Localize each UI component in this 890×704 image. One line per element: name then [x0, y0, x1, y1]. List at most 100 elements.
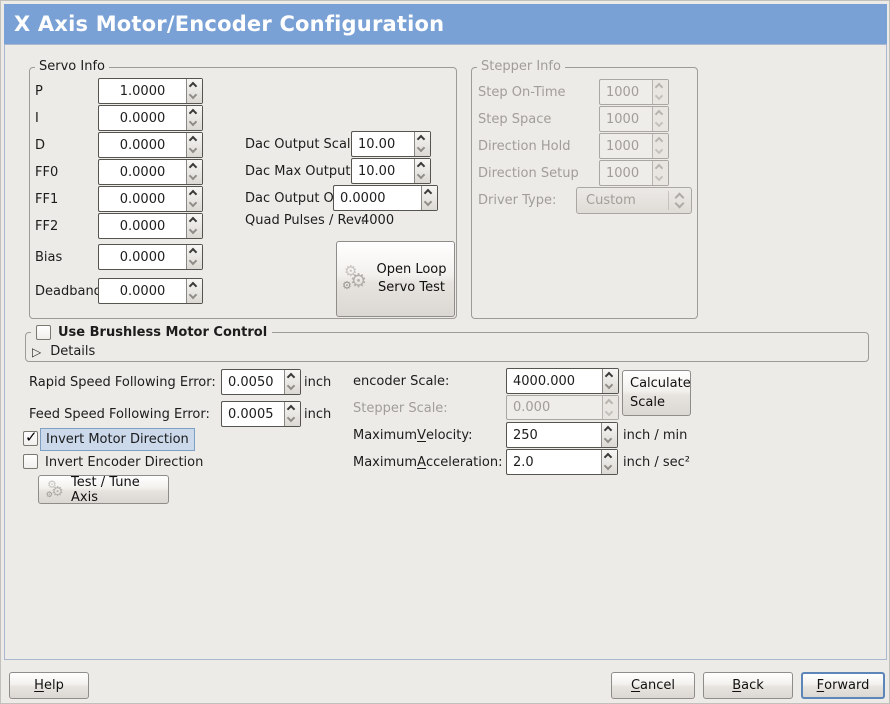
- dac-output-scale-label: Dac Output Scale:: [245, 136, 363, 152]
- spin-entry[interactable]: 0.0000: [119, 110, 166, 126]
- spin-down-button[interactable]: [285, 414, 300, 426]
- spin-entry[interactable]: 250: [513, 427, 538, 443]
- spin-up-button[interactable]: [187, 160, 202, 172]
- ff0-spinbox[interactable]: 0.0000: [98, 159, 203, 185]
- rapid-following-error-spinbox[interactable]: 0.0050: [221, 369, 301, 395]
- spin-down-button[interactable]: [187, 291, 202, 303]
- spin-down-button[interactable]: [187, 226, 202, 238]
- calculate-scale-button[interactable]: Calculate Scale: [622, 370, 691, 416]
- bias-spinbox[interactable]: 0.0000: [98, 244, 203, 270]
- spin-down-button[interactable]: [422, 198, 437, 210]
- p-spinbox[interactable]: 1.0000: [98, 78, 203, 104]
- spin-entry[interactable]: 0.0000: [119, 137, 166, 153]
- spin-up-button[interactable]: [187, 279, 202, 291]
- dac-max-output-spinbox[interactable]: 10.00: [351, 158, 431, 184]
- spin-entry: 1000: [606, 84, 640, 100]
- spin-up-button[interactable]: [415, 159, 430, 171]
- invert-encoder-checkbox[interactable]: [23, 454, 38, 469]
- spin-up-button[interactable]: [603, 369, 618, 381]
- spin-down-button[interactable]: [187, 145, 202, 157]
- spin-down-button: [653, 146, 668, 158]
- spin-entry[interactable]: 2.0: [513, 454, 534, 470]
- use-brushless-row[interactable]: Use Brushless Motor Control: [31, 323, 273, 341]
- spin-down-button[interactable]: [415, 171, 430, 183]
- step-space-label: Step Space: [478, 111, 552, 127]
- spin-entry[interactable]: 0.0000: [340, 190, 386, 206]
- quad-pulses-value: 4000: [361, 212, 395, 228]
- spin-down-button[interactable]: [187, 172, 202, 184]
- spin-up-button[interactable]: [187, 187, 202, 199]
- spin-up-button[interactable]: [187, 245, 202, 257]
- spin-down-button[interactable]: [187, 91, 202, 103]
- feed-following-error-label: Feed Speed Following Error:: [29, 406, 210, 422]
- spin-up-button: [653, 134, 668, 146]
- spin-up-button[interactable]: [602, 450, 617, 462]
- i-spinbox[interactable]: 0.0000: [98, 105, 203, 131]
- spin-entry[interactable]: 0.0000: [119, 218, 166, 234]
- spin-up-button[interactable]: [187, 106, 202, 118]
- spin-down-button[interactable]: [187, 257, 202, 269]
- spin-entry[interactable]: 1.0000: [119, 83, 166, 99]
- spin-entry[interactable]: 10.00: [358, 163, 396, 179]
- deadband-spinbox[interactable]: 0.0000: [98, 278, 203, 304]
- deadband-label: Deadband: [35, 283, 102, 299]
- details-label[interactable]: Details: [50, 344, 96, 359]
- ff1-spinbox[interactable]: 0.0000: [98, 186, 203, 212]
- spin-down-button[interactable]: [187, 118, 202, 130]
- spin-down-button: [653, 119, 668, 131]
- encoder-scale-label: encoder Scale:: [353, 373, 450, 389]
- spin-entry[interactable]: 10.00: [358, 136, 396, 152]
- spin-entry[interactable]: 0.0050: [228, 374, 274, 390]
- dac-output-scale-spinbox[interactable]: 10.00: [351, 131, 431, 157]
- spin-up-button[interactable]: [187, 79, 202, 91]
- feed-following-error-spinbox[interactable]: 0.0005: [221, 401, 301, 427]
- spin-up-button[interactable]: [602, 423, 617, 435]
- d-spinbox[interactable]: 0.0000: [98, 132, 203, 158]
- spin-entry[interactable]: 0.0000: [119, 164, 166, 180]
- details-expander[interactable]: ▷ Details: [32, 344, 95, 359]
- acceleration-unit-label: inch / sec²: [623, 454, 691, 470]
- max-acceleration-spinbox[interactable]: 2.0: [506, 449, 618, 475]
- open-loop-servo-test-label: Open Loop Servo Test: [376, 262, 447, 295]
- test-tune-axis-button[interactable]: ⚙⚙⚙ Test / Tune Axis: [38, 475, 169, 505]
- spin-up-button[interactable]: [415, 132, 430, 144]
- step-on-time-spinbox: 1000: [599, 79, 669, 105]
- spin-down-button[interactable]: [415, 144, 430, 156]
- max-velocity-spinbox[interactable]: 250: [506, 422, 618, 448]
- spin-down-button: [603, 408, 618, 420]
- use-brushless-label[interactable]: Use Brushless Motor Control: [58, 324, 268, 340]
- spin-down-button[interactable]: [602, 462, 617, 474]
- spin-down-button[interactable]: [602, 435, 617, 447]
- spin-down-button[interactable]: [285, 382, 300, 394]
- use-brushless-checkbox[interactable]: [36, 324, 51, 340]
- spin-entry[interactable]: 0.0000: [119, 249, 166, 265]
- spin-up-button[interactable]: [187, 214, 202, 226]
- spin-entry[interactable]: 0.0000: [119, 191, 166, 207]
- spin-entry[interactable]: 4000.000: [513, 373, 576, 389]
- spin-entry: 1000: [606, 165, 640, 181]
- servo-info-frame: Servo Info: [29, 59, 457, 319]
- dac-max-output-label: Dac Max Output:: [245, 163, 355, 179]
- spin-up-button[interactable]: [422, 186, 437, 198]
- spin-up-button[interactable]: [285, 402, 300, 414]
- invert-motor-checkbox[interactable]: ✓: [23, 428, 38, 446]
- spin-down-button[interactable]: [187, 199, 202, 211]
- spin-entry[interactable]: 0.0005: [228, 406, 274, 422]
- invert-motor-label[interactable]: Invert Motor Direction: [40, 428, 195, 451]
- ff2-spinbox[interactable]: 0.0000: [98, 213, 203, 239]
- spin-up-button[interactable]: [285, 370, 300, 382]
- open-loop-servo-test-button[interactable]: ⚙⚙⚙ Open Loop Servo Test: [336, 241, 455, 317]
- spin-entry[interactable]: 0.0000: [119, 283, 166, 299]
- encoder-scale-spinbox[interactable]: 4000.000: [506, 368, 619, 394]
- spin-down-button[interactable]: [603, 381, 618, 393]
- dac-output-offset-spinbox[interactable]: 0.0000: [333, 185, 438, 211]
- expander-icon[interactable]: ▷: [32, 344, 42, 359]
- invert-encoder-label[interactable]: Invert Encoder Direction: [45, 454, 204, 470]
- spin-up-button[interactable]: [187, 133, 202, 145]
- velocity-unit-label: inch / min: [623, 427, 688, 443]
